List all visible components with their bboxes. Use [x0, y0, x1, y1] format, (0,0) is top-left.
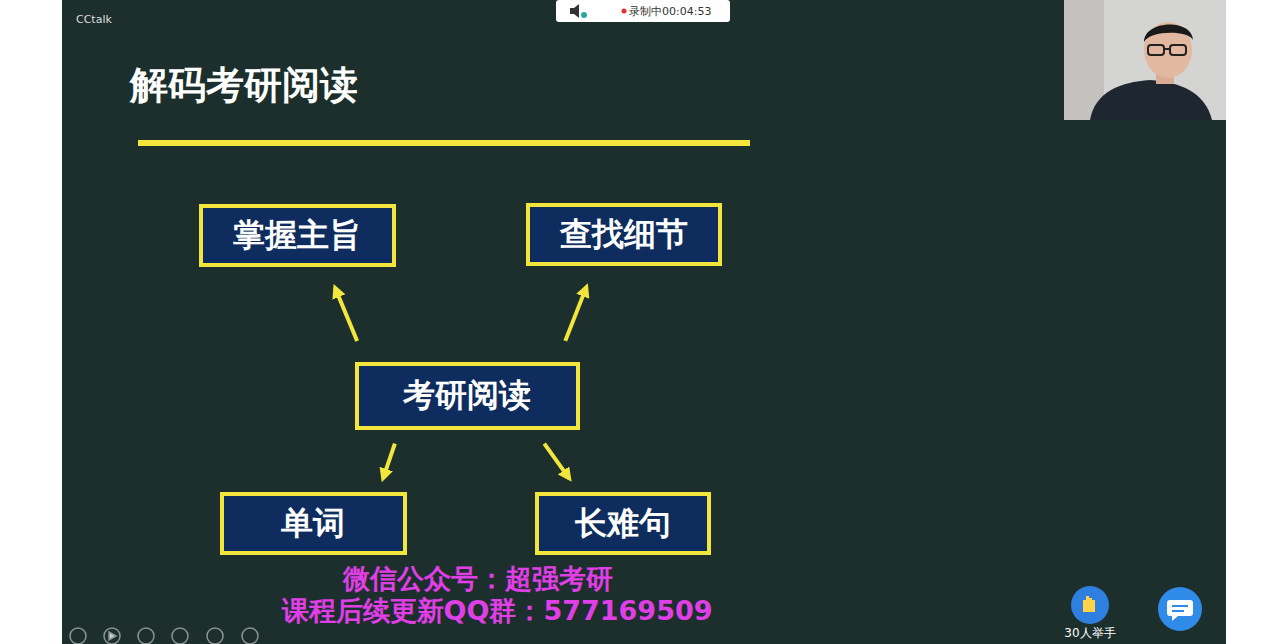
arrow-connector	[383, 444, 395, 479]
concept-box: 单词	[220, 492, 407, 555]
slide-title: 解码考研阅读	[130, 60, 358, 111]
watermark: 微信公众号：超强考研	[343, 561, 613, 597]
watermark: 课程后续更新QQ群：577169509	[282, 593, 713, 629]
hand-count: 30人举手	[1064, 625, 1115, 642]
player-toolbar	[70, 628, 258, 644]
raise-hand-icon	[1071, 586, 1109, 624]
box-label: 掌握主旨	[203, 214, 392, 258]
concept-box: 长难句	[535, 492, 711, 555]
recording-dot	[622, 9, 627, 14]
concept-box: 掌握主旨	[199, 204, 396, 267]
box-label: 查找细节	[530, 213, 718, 257]
box-label: 考研阅读	[359, 374, 576, 418]
arrow-connector	[335, 288, 357, 341]
title-underline	[138, 140, 750, 146]
concept-box: 查找细节	[526, 203, 722, 266]
chat-icon	[1158, 587, 1202, 631]
box-label: 长难句	[539, 502, 707, 546]
speaker-icon	[570, 4, 587, 18]
concept-box: 考研阅读	[355, 362, 580, 430]
arrow-connector	[544, 444, 569, 479]
recording-bar	[556, 0, 730, 22]
recording-timer: 录制中00:04:53	[629, 4, 711, 19]
slide-panel	[62, 0, 1226, 644]
app-name: CCtalk	[76, 13, 112, 26]
webcam-view	[1064, 0, 1226, 120]
box-label: 单词	[224, 502, 403, 546]
arrow-connector	[565, 287, 586, 341]
